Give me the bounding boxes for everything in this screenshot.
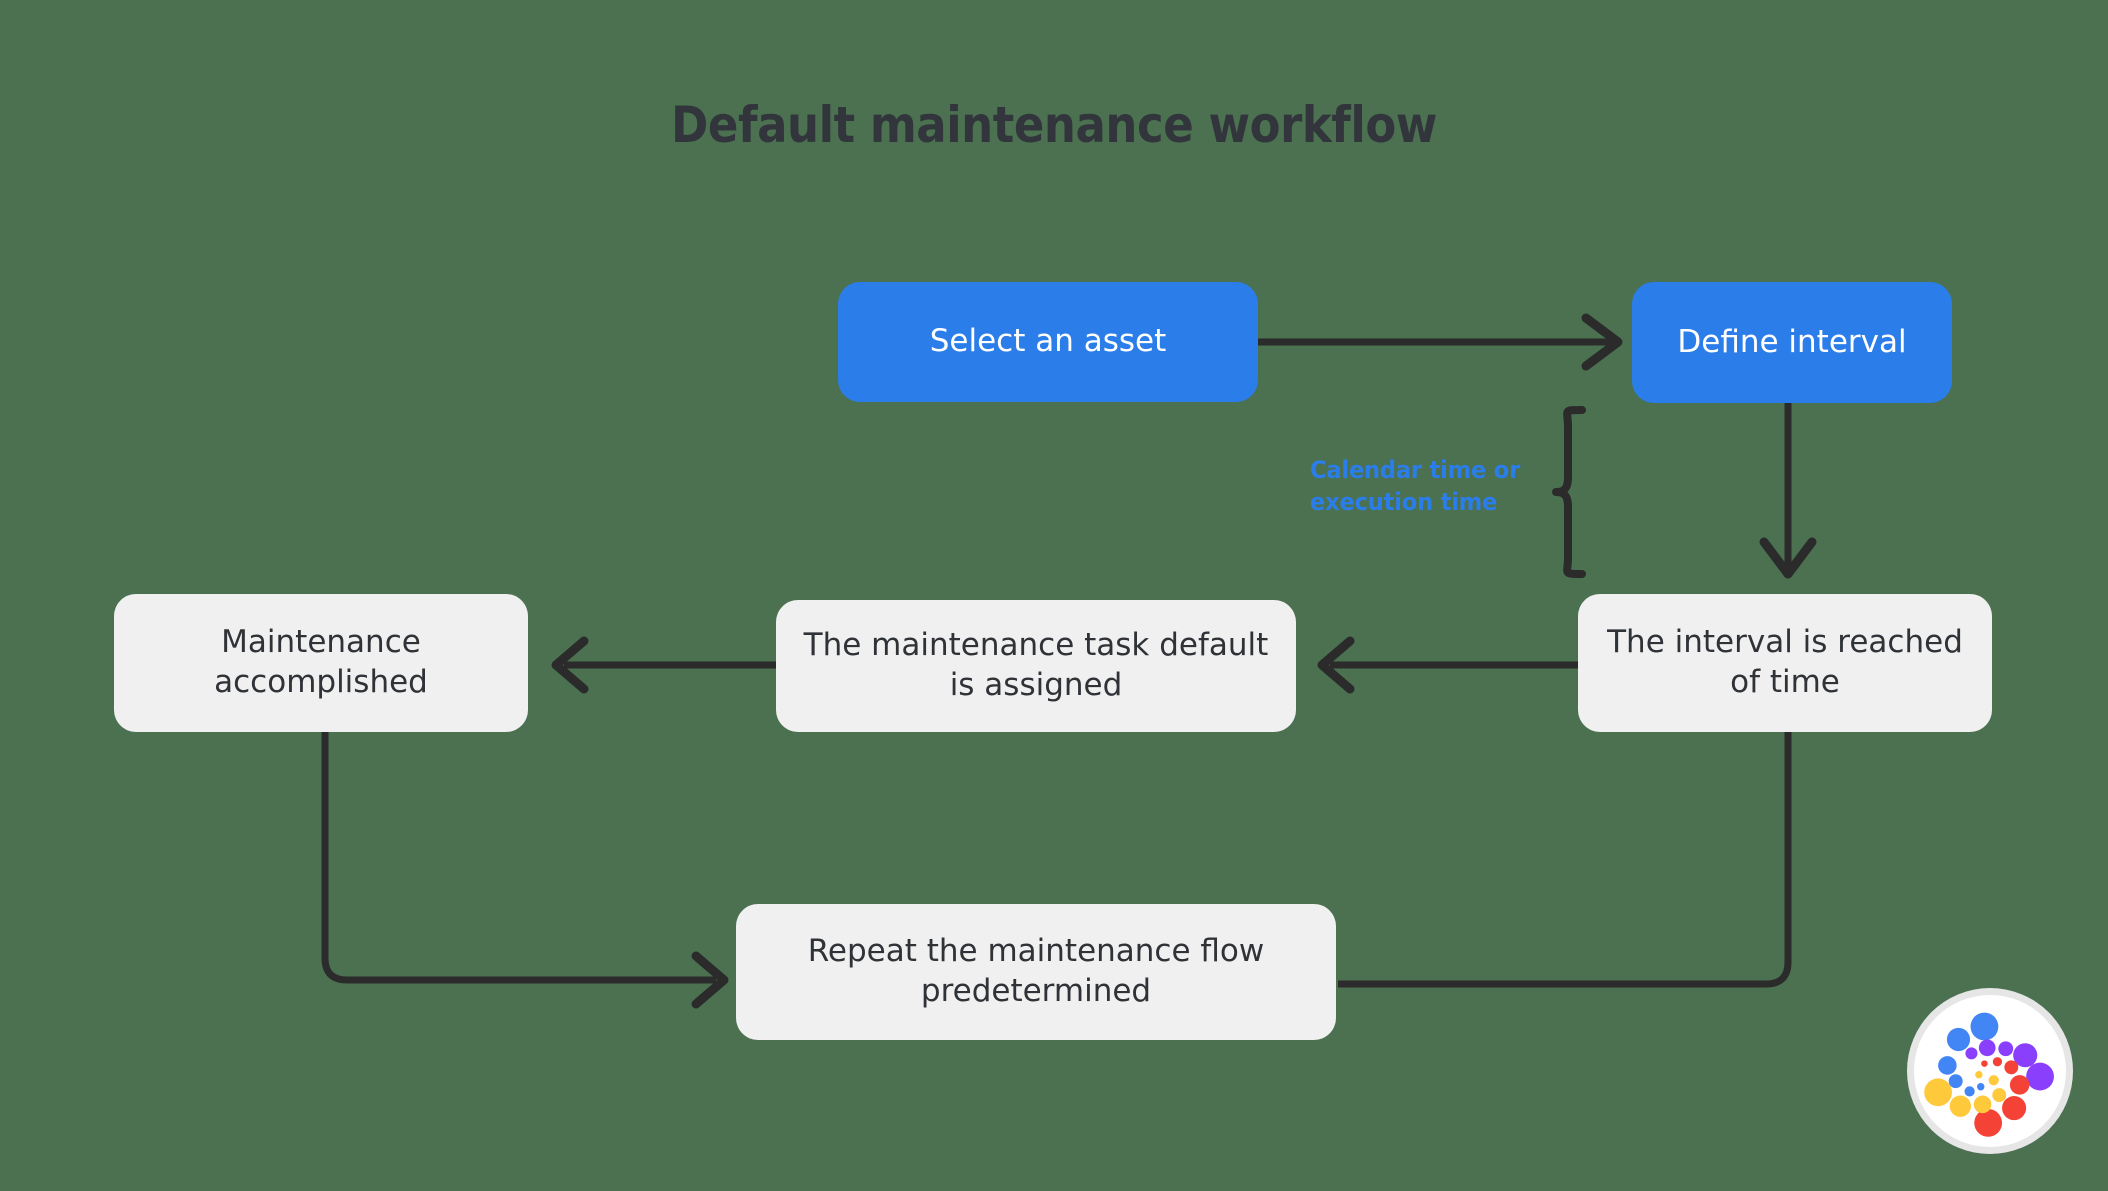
logo-dot-11	[1981, 1060, 1988, 1067]
node-define-interval-label: Define interval	[1677, 323, 1907, 360]
logo-dot-16	[1974, 1109, 2003, 1137]
logo-dot-8	[1998, 1041, 2014, 1057]
logo-dot-20	[1973, 1095, 1992, 1114]
logo-dot-15	[2002, 1096, 2027, 1121]
logo-dot-3	[1948, 1074, 1963, 1089]
logo-dot-14	[2009, 1075, 2030, 1095]
logo-dot-7	[1978, 1039, 1996, 1057]
node-select-asset[interactable]: Select an asset	[838, 282, 1258, 402]
logo-dot-0	[1970, 1012, 1999, 1041]
branch-annotation-line1: Calendar time or	[1310, 456, 1521, 484]
node-maintenance-accomplished[interactable]: Maintenance accomplished	[114, 594, 528, 732]
dot-spiral-icon	[1924, 1012, 2054, 1137]
logo-dot-9	[2013, 1043, 2038, 1068]
branch-annotation-line2: execution time	[1310, 487, 1498, 516]
node-define-interval[interactable]: Define interval	[1632, 282, 1952, 403]
logo-dot-10	[2026, 1062, 2054, 1091]
branch-annotation: Calendar time or execution time	[1310, 455, 1545, 518]
edge-select-asset-to-define-interval	[1258, 313, 1623, 371]
edge-maintenance-acc-to-repeat-flow	[321, 732, 729, 1009]
node-task-assigned[interactable]: The maintenance task default is assigned	[776, 600, 1296, 732]
page-title: Default maintenance workflow	[670, 96, 1438, 154]
logo-dot-12	[1992, 1057, 2003, 1067]
logo-dot-21	[1949, 1095, 1971, 1117]
node-repeat-flow-label: Repeat the maintenance flow predetermine…	[807, 933, 1265, 1009]
branch-brace-icon	[1552, 406, 1586, 578]
edge-task-assigned-to-maintenance-acc	[551, 636, 776, 694]
node-select-asset-label: Select an asset	[929, 323, 1167, 360]
logo-dot-5	[1977, 1083, 1985, 1091]
logo-dot-18	[1988, 1075, 1999, 1086]
logo-dot-2	[1938, 1056, 1957, 1075]
node-maintenance-accomplished-label: Maintenance accomplished	[214, 624, 428, 700]
edge-interval-reached-to-task-assigned	[1317, 636, 1578, 694]
node-interval-reached[interactable]: The interval is reached of time	[1578, 594, 1992, 732]
logo-dot-4	[1964, 1086, 1975, 1097]
brand-logo	[1914, 995, 2066, 1147]
logo-dot-6	[1965, 1047, 1978, 1060]
logo-dot-19	[1992, 1088, 2007, 1103]
logo-dot-22	[1924, 1078, 1952, 1107]
edge-interval-reached-to-repeat-flow	[1338, 732, 1792, 988]
edge-define-interval-to-interval-reached	[1759, 403, 1817, 579]
node-repeat-flow[interactable]: Repeat the maintenance flow predetermine…	[736, 904, 1336, 1040]
logo-dot-13	[2004, 1060, 2019, 1075]
node-task-assigned-label: The maintenance task default is assigned	[803, 627, 1269, 703]
logo-dot-17	[1975, 1071, 1983, 1079]
node-interval-reached-label: The interval is reached of time	[1607, 624, 1963, 700]
logo-dot-1	[1946, 1027, 1971, 1052]
